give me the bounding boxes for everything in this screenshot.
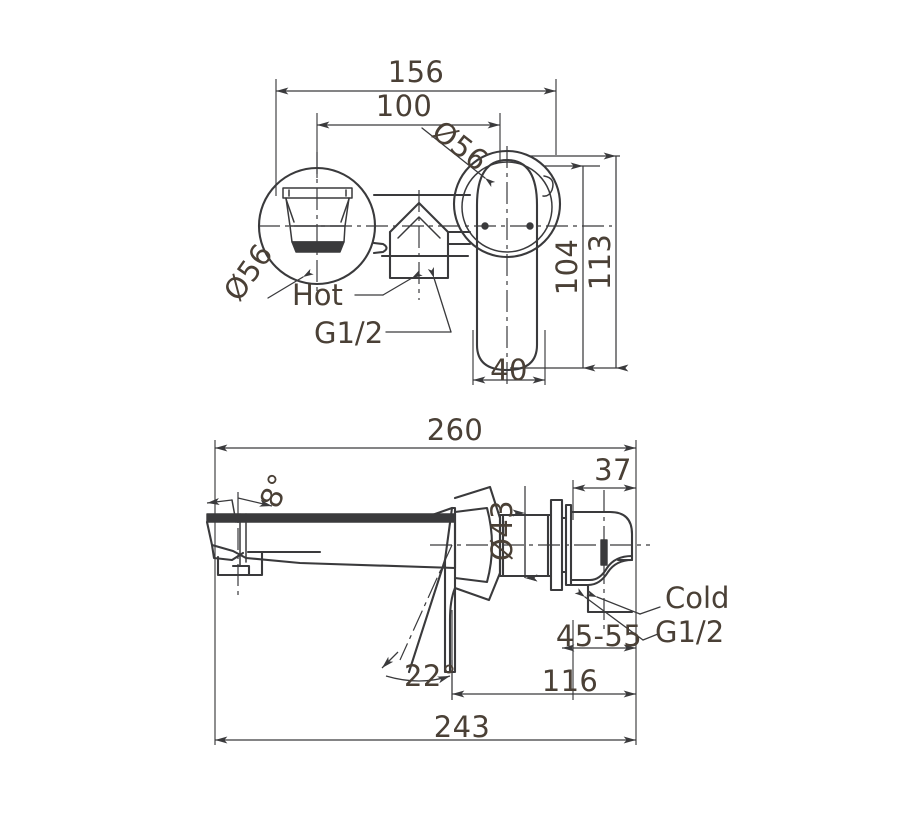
left-escutcheon-assembly — [257, 152, 377, 300]
label-g12-bottom: G1/2 — [574, 588, 724, 649]
lever-handle-edge — [407, 558, 447, 674]
dimension-104-text: 104 — [550, 239, 584, 296]
lever-angle-reference — [399, 544, 453, 661]
label-hot: Hot — [292, 269, 423, 312]
cartridge-skirt — [448, 586, 457, 674]
dimension-100-text: 100 — [376, 89, 433, 123]
dimension-156-text: 156 — [388, 55, 445, 89]
dimension-116: 116 — [451, 664, 637, 698]
dimension-diameter-43-text: Ø43 — [485, 500, 519, 561]
dimension-243-text: 243 — [434, 710, 491, 744]
aerator-detail — [282, 187, 353, 253]
label-diameter-56-left: Ø56 — [217, 238, 314, 307]
handle-lever-body — [475, 158, 539, 372]
label-cold-text: Cold — [665, 581, 729, 615]
dimension-116-text: 116 — [542, 664, 599, 698]
spout-angle-reference-line — [231, 499, 237, 523]
dimension-156: 156 — [275, 55, 557, 95]
spout-underside — [205, 520, 457, 570]
dimension-37-text: 37 — [594, 453, 632, 487]
dimension-260: 260 — [214, 413, 637, 452]
spout-outlet-body — [216, 555, 264, 577]
bottom-view-group: 260 37 — [205, 413, 729, 745]
dimension-angle-22: 22° — [381, 651, 457, 693]
handle-pivot-dot-left — [481, 222, 489, 230]
elbow-core — [600, 539, 608, 566]
dimension-104: 104 — [550, 162, 596, 372]
dimension-40: 40 — [472, 353, 546, 387]
flange-plate — [549, 498, 564, 592]
dimension-45-55-text: 45-55 — [556, 619, 642, 653]
lever-top-edge — [416, 506, 454, 522]
spout-assembly — [205, 492, 457, 600]
dimension-37: 37 — [572, 453, 637, 492]
label-g12-top: G1/2 — [314, 267, 452, 350]
handle-pivot-dot-right — [526, 222, 534, 230]
dimension-113: 113 — [583, 152, 629, 372]
label-hot-text: Hot — [292, 278, 343, 312]
dimension-113-text: 113 — [583, 234, 617, 291]
dimension-45-55: 45-55 — [556, 619, 642, 653]
label-cold: Cold — [586, 581, 729, 615]
right-escutcheon-tab — [542, 175, 554, 197]
elbow-inner-curve-2 — [569, 558, 634, 587]
dimension-angle-22-text: 22° — [404, 659, 457, 693]
dimension-angle-8-text: 8° — [253, 469, 297, 513]
elbow-inner-curve — [569, 554, 634, 582]
lever-handle-assembly — [399, 506, 457, 674]
inlet-tee-block — [388, 190, 472, 300]
dimension-angle-8: 8° — [206, 469, 297, 513]
elbow-outer — [569, 510, 634, 562]
dimension-40-text: 40 — [490, 353, 528, 387]
dimension-100: 100 — [316, 89, 501, 129]
cartridge-housing — [448, 485, 502, 674]
dimension-260-text: 260 — [427, 413, 484, 447]
label-g12-bottom-text: G1/2 — [655, 615, 724, 649]
cartridge-inner-curve — [453, 506, 493, 584]
label-g12-top-text: G1/2 — [314, 316, 383, 350]
top-view-group: 156 100 — [217, 55, 629, 387]
right-handle-assembly — [452, 146, 562, 385]
dimension-243: 243 — [214, 710, 637, 744]
dimension-diameter-43: Ø43 — [485, 486, 538, 582]
spout-outlet-inner — [231, 564, 251, 577]
